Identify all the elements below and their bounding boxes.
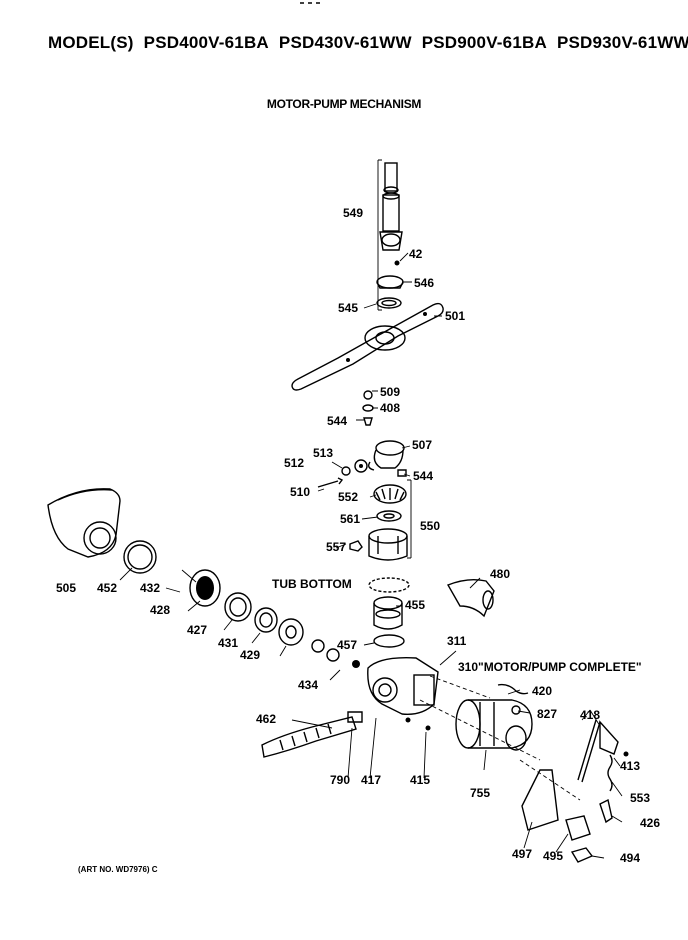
label-457: 457	[337, 638, 357, 652]
label-420: 420	[532, 684, 552, 698]
model-2: PSD430V-61WW	[278, 33, 412, 52]
part-427-ring	[224, 592, 252, 622]
label-428: 428	[150, 603, 170, 617]
part-408	[362, 404, 374, 412]
model-4: PSD930V-61WW	[556, 33, 688, 52]
part-426-clip	[599, 798, 613, 824]
label-494: 494	[620, 851, 640, 865]
part-513-gear	[354, 459, 368, 473]
label-755: 755	[470, 786, 490, 800]
part-512	[341, 466, 351, 476]
label-455: 455	[405, 598, 425, 612]
label-544a: 544	[327, 414, 347, 428]
part-505-sump	[47, 488, 121, 558]
label-417: 417	[361, 773, 381, 787]
label-418: 418	[580, 708, 600, 722]
part-544-top	[363, 417, 373, 426]
part-42-screw	[394, 260, 400, 266]
diagram-title: MOTOR-PUMP MECHANISM	[266, 97, 422, 111]
part-311-pump-body	[367, 650, 457, 715]
part-434	[311, 639, 325, 653]
label-827: 827	[537, 707, 557, 721]
part-827	[511, 705, 521, 715]
part-509	[363, 390, 373, 400]
label-42: 42	[409, 247, 423, 261]
label-434: 434	[298, 678, 318, 692]
assembly-lines	[419, 675, 581, 801]
label-310: 310	[458, 660, 478, 674]
label-tub-bottom: TUB BOTTOM	[272, 577, 352, 591]
label-546: 546	[414, 276, 434, 290]
part-418-brackets	[577, 709, 619, 783]
part-494	[570, 847, 594, 863]
model-prefix: MODEL(S)	[48, 33, 134, 52]
part-557	[349, 540, 363, 552]
label-452: 452	[97, 581, 117, 595]
label-557: 557	[326, 540, 346, 554]
label-501: 501	[445, 309, 465, 323]
label-553: 553	[630, 791, 650, 805]
part-462-hose	[261, 716, 357, 758]
label-426: 426	[640, 816, 660, 830]
art-number: (ART NO. WD7976) C	[78, 865, 158, 874]
label-509: 509	[380, 385, 400, 399]
label-550: 550	[420, 519, 440, 533]
label-513: 513	[313, 446, 333, 460]
part-544-mid	[397, 469, 407, 477]
part-546	[376, 275, 404, 289]
label-427: 427	[187, 623, 207, 637]
part-755-motor	[455, 699, 533, 751]
part-550-housing	[368, 479, 412, 561]
label-510: 510	[290, 485, 310, 499]
label-431: 431	[218, 636, 238, 650]
part-431-seal	[254, 607, 278, 633]
label-415: 415	[410, 773, 430, 787]
part-429-cover	[278, 618, 304, 646]
label-413: 413	[620, 759, 640, 773]
part-415	[425, 725, 431, 731]
part-501-spray-arm	[291, 302, 444, 391]
part-455-cylinder	[373, 596, 403, 630]
model-header: MODEL(S) PSD400V-61BA PSD430V-61WW PSD900V-…	[48, 33, 688, 53]
part-497-bracket	[521, 769, 559, 831]
label-480: 480	[490, 567, 510, 581]
label-552: 552	[338, 490, 358, 504]
label-429: 429	[240, 648, 260, 662]
part-417	[405, 717, 411, 723]
model-1: PSD400V-61BA	[143, 33, 269, 52]
label-462: 462	[256, 712, 276, 726]
label-544b: 544	[413, 469, 433, 483]
tub-bottom-ring	[368, 577, 410, 593]
label-495: 495	[543, 849, 563, 863]
part-561-ring	[376, 510, 402, 522]
label-motor-pump-complete: "MOTOR/PUMP COMPLETE"	[478, 660, 642, 674]
part-553-spring	[607, 754, 613, 792]
part-413	[623, 751, 629, 757]
part-480-hose	[446, 578, 495, 618]
part-510-screw	[317, 477, 344, 488]
label-545: 545	[338, 301, 358, 315]
label-408: 408	[380, 401, 400, 415]
part-507-hub	[367, 440, 405, 471]
label-311: 311	[447, 634, 467, 648]
part-495	[565, 815, 591, 841]
part-457-ring	[373, 634, 405, 648]
part-552-gear	[373, 484, 407, 504]
label-512: 512	[284, 456, 304, 470]
label-549: 549	[343, 206, 363, 220]
part-790	[347, 711, 363, 723]
label-505: 505	[56, 581, 76, 595]
part-452-clamp	[123, 540, 157, 574]
label-497: 497	[512, 847, 532, 861]
part-428-impeller	[181, 569, 221, 607]
part-545-ring	[376, 297, 402, 309]
model-3: PSD900V-61BA	[421, 33, 547, 52]
label-790: 790	[330, 773, 350, 787]
label-507: 507	[412, 438, 432, 452]
label-432: 432	[140, 581, 160, 595]
label-561: 561	[340, 512, 360, 526]
